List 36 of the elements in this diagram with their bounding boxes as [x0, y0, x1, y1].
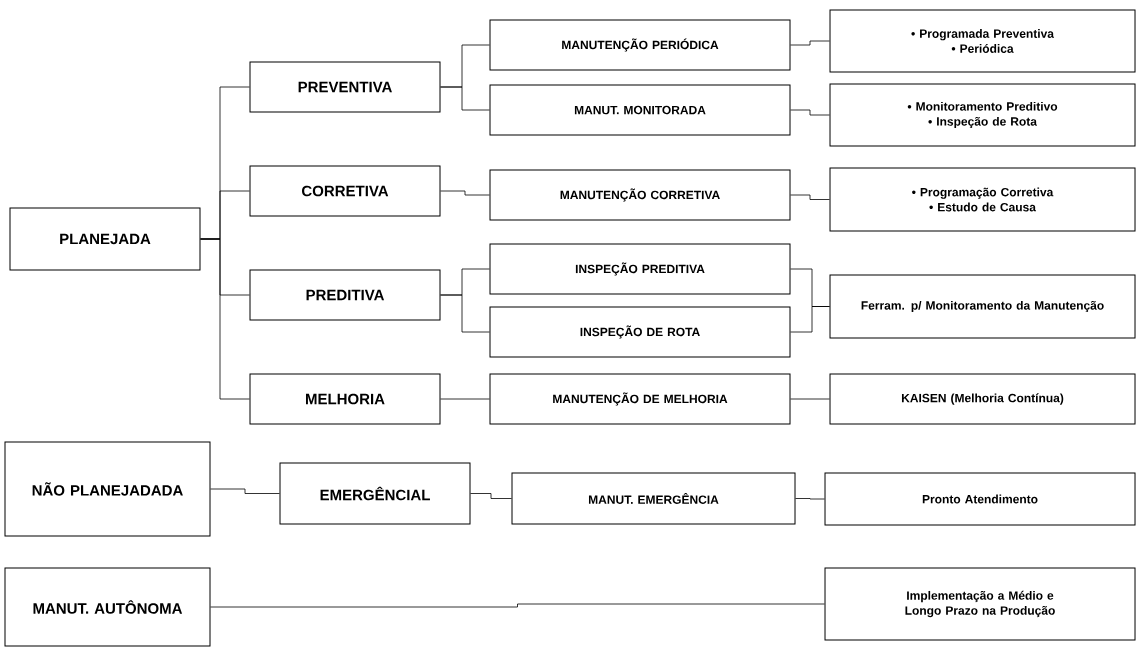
type-box: MELHORIA — [249, 373, 441, 425]
category-box: PLANEJADA — [9, 207, 201, 271]
connector-line — [210, 603, 825, 608]
connector-line — [470, 493, 512, 499]
category-box: NÃO PLANEJADADA — [4, 441, 211, 537]
connector-line — [790, 109, 830, 116]
connector-line — [795, 498, 825, 500]
connector-line — [790, 40, 830, 46]
connector-line — [440, 398, 490, 400]
process-box: MANUTENÇÃO DE MELHORIA — [489, 373, 791, 425]
connector-line — [440, 86, 490, 111]
connector-line — [790, 398, 830, 400]
detail-box: • Monitoramento Preditivo • Inspeção de Rota — [829, 83, 1136, 147]
connector-line — [440, 294, 490, 333]
detail-box: • Programação Corretiva • Estudo de Causa — [829, 167, 1136, 232]
detail-box: • Programada Preventiva • Periódica — [829, 9, 1136, 73]
detail-box: Ferram. p/ Monitoramento da Manutenção — [829, 274, 1136, 339]
connector-line — [440, 190, 490, 196]
process-box: INSPEÇÃO PREDITIVA — [489, 243, 791, 295]
process-box: MANUTENÇÃO PERIÓDICA — [489, 19, 791, 71]
category-box: MANUT. AUTÔNOMA — [4, 567, 211, 647]
process-box: MANUT. MONITORADA — [489, 84, 791, 136]
type-box: EMERGÊNCIAL — [279, 462, 471, 525]
detail-box: KAISEN (Melhoria Contínua) — [829, 373, 1136, 425]
process-box: MANUT. EMERGÊNCIA — [511, 472, 796, 525]
detail-box: Implementação a Médio e Longo Prazo na Produção — [824, 567, 1136, 641]
connector-line — [790, 194, 830, 200]
connector-line — [200, 238, 250, 400]
type-box: CORRETIVA — [249, 165, 441, 217]
type-box: PREDITIVA — [249, 269, 441, 321]
connector-line — [790, 306, 830, 333]
detail-box: Pronto Atendimento — [824, 472, 1136, 526]
connector-line — [210, 488, 280, 494]
process-box: INSPEÇÃO DE ROTA — [489, 306, 791, 358]
process-box: MANUTENÇÃO CORRETIVA — [489, 169, 791, 221]
type-box: PREVENTIVA — [249, 61, 441, 113]
